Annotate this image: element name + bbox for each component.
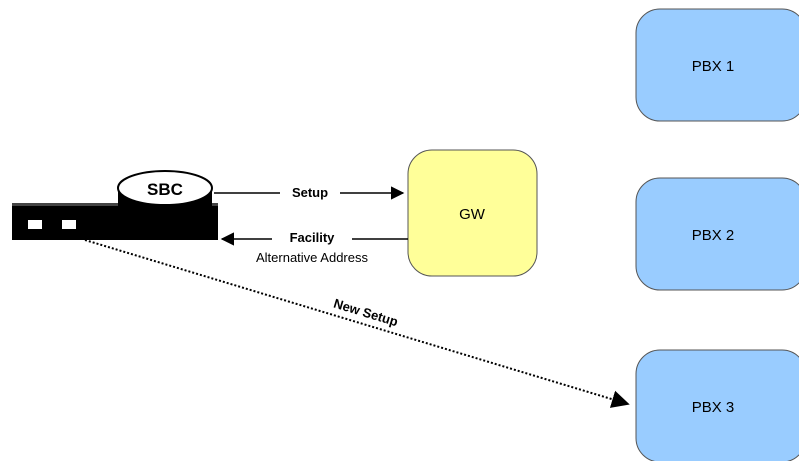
pbx3-label: PBX 3 <box>692 399 735 416</box>
sbc-cylinder-top <box>117 170 213 206</box>
facility-label-bg <box>272 228 352 244</box>
sbc-label: SBC <box>147 180 183 199</box>
sbc-port-2 <box>62 220 76 229</box>
facility-sublabel: Alternative Address <box>256 250 369 265</box>
sbc-device: SBC <box>12 170 218 240</box>
new-setup-label-bg <box>317 289 415 335</box>
new-setup-arrow <box>84 239 630 408</box>
pbx1-box <box>635 8 799 122</box>
sbc-port-1 <box>28 220 42 229</box>
facility-label: Facility <box>290 230 336 245</box>
gw-node: GW <box>407 149 538 277</box>
pbx2-node: PBX 2 <box>635 177 799 291</box>
gw-box <box>407 149 538 277</box>
pbx3-box <box>635 349 799 461</box>
pbx2-box <box>635 177 799 291</box>
setup-edge: Setup <box>214 183 405 200</box>
facility-edge: Facility Alternative Address <box>220 228 408 265</box>
setup-label-bg <box>280 183 340 199</box>
pbx2-label: PBX 2 <box>692 227 735 244</box>
gw-label: GW <box>459 206 486 223</box>
pbx1-label: PBX 1 <box>692 58 735 75</box>
setup-label: Setup <box>292 185 328 200</box>
pbx1-node: PBX 1 <box>635 8 799 122</box>
pbx3-node: PBX 3 <box>635 349 799 461</box>
